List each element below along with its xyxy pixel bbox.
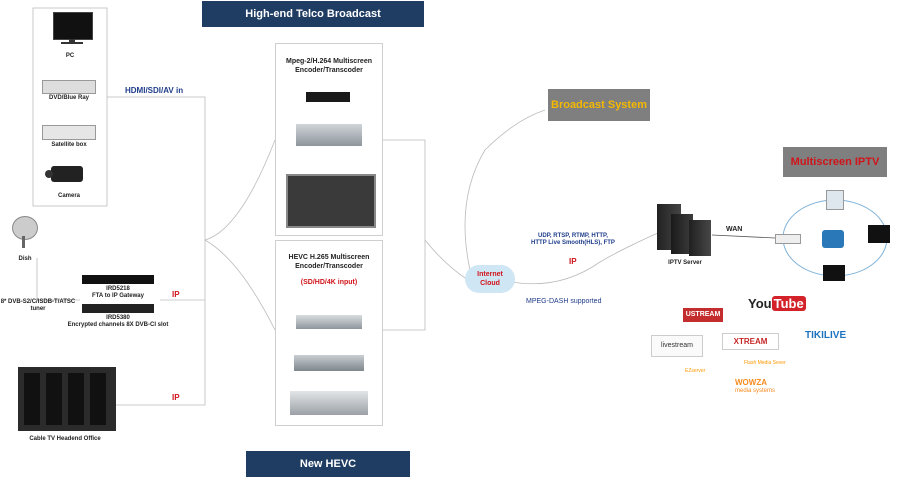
wan-label: WAN — [726, 226, 743, 233]
ird5380-model: IRD5380 — [106, 315, 130, 321]
dish-icon — [10, 216, 40, 248]
ip-link-label-1: IP — [172, 290, 180, 299]
bottom-banner: New HEVC Encoder/Transcoder — [246, 451, 410, 496]
cloud-label-2: Cloud — [480, 280, 500, 287]
protocols-line-2: HTTP Live Smooth(HLS), FTP — [531, 240, 615, 246]
connection-lines — [32, 7, 888, 406]
mpeg-panel-title-1: Mpeg-2/H.264 Multiscreen — [286, 58, 372, 65]
hdmi-link-label: HDMI/SDI/AV in — [125, 86, 184, 95]
multiscreen-iptv-box: Multiscreen IPTV — [783, 147, 887, 177]
encoder-small-device — [306, 92, 350, 102]
pc-icon — [53, 12, 93, 44]
mpeg-dash-label: MPEG-DASH supported — [526, 298, 602, 305]
ird5218-device — [82, 275, 154, 284]
dish-label: Dish — [18, 256, 32, 262]
hevc-rack-device-2 — [294, 355, 364, 371]
phone-icon — [868, 225, 890, 243]
hevc-panel-title-2: Encoder/Transcoder — [295, 263, 363, 270]
hevc-panel-subtitle: (SD/HD/4K input) — [300, 279, 358, 286]
mpeg-encoder-panel: Mpeg-2/H.264 Multiscreen Encoder/Transco… — [275, 43, 383, 236]
xtream-logo: XTREAM — [722, 333, 779, 350]
ip-link-label-3: IP — [569, 257, 577, 266]
wowza-logo: WOWZA — [735, 378, 767, 387]
flash-media-label: Flash Media Sever — [744, 360, 786, 366]
iptv-server-icon-2 — [671, 214, 693, 254]
ezserver-label: EZserver — [685, 368, 706, 374]
youtube-you: You — [748, 296, 772, 311]
broadcast-system-box: Broadcast System — [548, 89, 650, 121]
cable-headend-image — [18, 367, 116, 431]
ird5218-model: IRD5218 — [106, 286, 130, 292]
encoder-rack-device — [296, 124, 362, 146]
tablet-icon — [826, 190, 844, 210]
router-icon — [775, 234, 801, 244]
protocols-line-1: UDP, RTSP, RTMP, HTTP, — [538, 233, 608, 239]
top-banner: High-end Telco Broadcast Encoder/Transco… — [202, 1, 424, 46]
iptv-server-label: IPTV Server — [668, 260, 702, 266]
cable-label: Cable TV Headend Office — [29, 436, 101, 442]
ird5380-device — [82, 304, 154, 313]
youtube-tube: Tube — [771, 296, 806, 311]
hevc-rack-device-3 — [290, 391, 368, 415]
cloud-label-1: Internet — [477, 271, 503, 278]
wowza-sub-label: media systems — [735, 388, 776, 394]
tuner-label: 8* DVB-S2/C/ISDB-T/ATSC tuner — [0, 299, 76, 312]
satbox-label: Satellite box — [51, 142, 87, 148]
satellite-box-icon — [42, 125, 96, 140]
iptv-server-icon-3 — [689, 220, 711, 256]
ip-link-label-2: IP — [172, 393, 180, 402]
pc-label: PC — [65, 53, 75, 59]
mpeg-panel-title-2: Encoder/Transcoder — [295, 67, 363, 74]
internet-cloud-shape — [465, 265, 515, 293]
encoder-chassis-device — [286, 174, 376, 228]
ustream-logo: USTREAM — [683, 308, 723, 322]
livestream-logo: livestream — [651, 335, 703, 357]
hevc-rack-device-1 — [296, 315, 362, 329]
camera-label: Camera — [57, 193, 80, 199]
dvd-icon — [42, 80, 96, 94]
dvd-label: DVD/Blue Ray — [48, 95, 89, 101]
monitor-icon — [823, 265, 845, 281]
media-app-icon — [822, 230, 844, 248]
hevc-encoder-panel: HEVC H.265 Multiscreen Encoder/Transcode… — [275, 240, 383, 426]
ird5380-desc: Encrypted channels 8X DVB-CI slot — [67, 322, 169, 328]
tikilive-logo: TIKILIVE — [805, 330, 847, 341]
ird5218-desc: FTA to IP Gateway — [92, 293, 144, 299]
hevc-panel-title-1: HEVC H.265 Multiscreen — [288, 254, 370, 261]
camera-icon — [45, 162, 91, 186]
